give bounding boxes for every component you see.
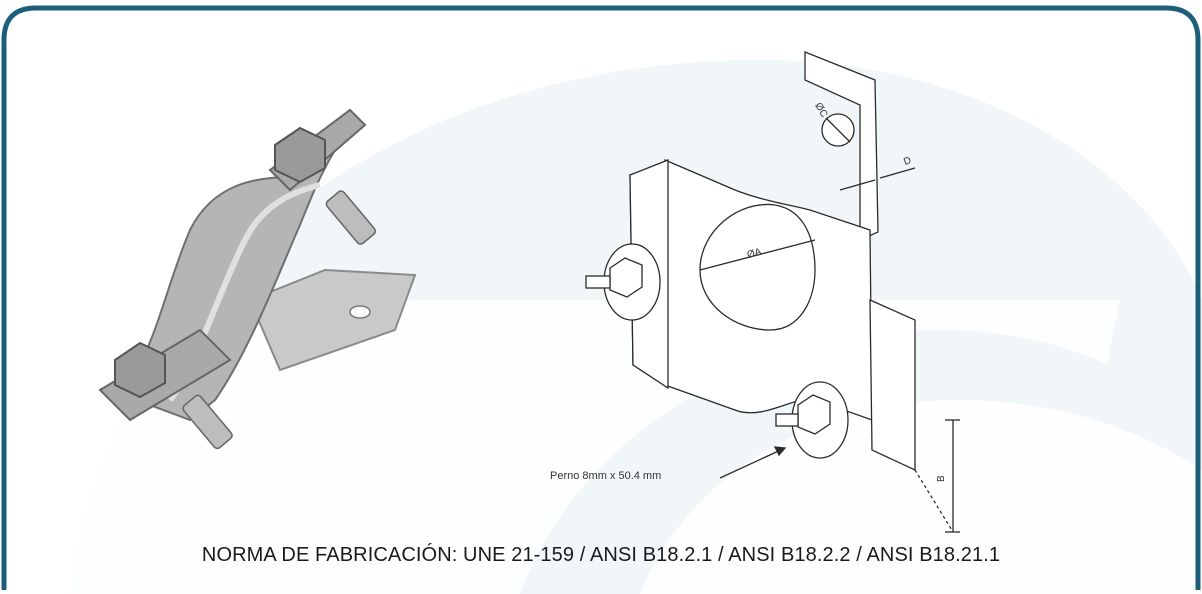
frame-border xyxy=(1,5,1201,590)
clamp-photo xyxy=(98,108,417,450)
bolt-callout-label: Perno 8mm x 50.4 mm xyxy=(550,470,662,482)
manufacturing-standard-caption: NORMA DE FABRICACIÓN: UNE 21-159 / ANSI … xyxy=(201,544,1001,566)
dim-b-label: B xyxy=(936,475,947,482)
dim-d-label: D xyxy=(902,155,913,168)
dim-a-label: ØA xyxy=(746,246,763,260)
technical-drawing xyxy=(585,51,960,533)
